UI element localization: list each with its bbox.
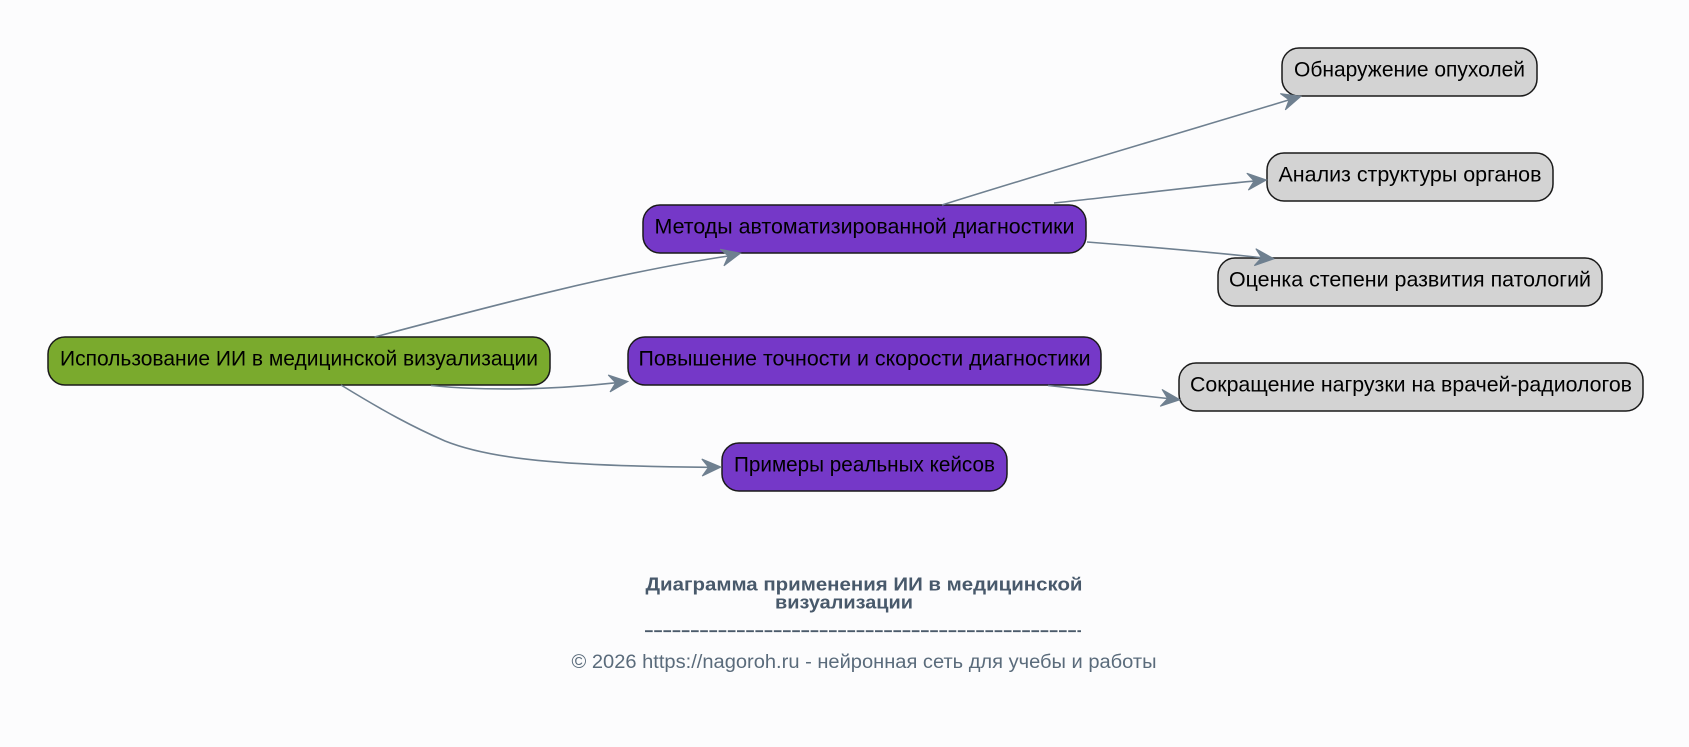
svg-text:Оценка степени развития патоло: Оценка степени развития патологий bbox=[1229, 269, 1591, 292]
svg-text:Методы автоматизированной диаг: Методы автоматизированной диагностики bbox=[655, 216, 1075, 239]
svg-text:Обнаружение опухолей: Обнаружение опухолей bbox=[1294, 59, 1525, 82]
svg-text:Использование ИИ в медицинской: Использование ИИ в медицинской визуализа… bbox=[60, 348, 538, 371]
svg-text:Повышение точности и скорости: Повышение точности и скорости диагностик… bbox=[639, 348, 1091, 371]
svg-text:Диаграмма применения ИИ в меди: Диаграмма применения ИИ в медицинской bbox=[646, 575, 1083, 595]
svg-text:визуализации: визуализации bbox=[775, 592, 913, 612]
svg-text:© 2026 https://nagoroh.ru - не: © 2026 https://nagoroh.ru - нейронная се… bbox=[572, 652, 1157, 673]
svg-text:Анализ структуры органов: Анализ структуры органов bbox=[1279, 164, 1542, 187]
svg-text:Сокращение нагрузки на врачей-: Сокращение нагрузки на врачей-радиологов bbox=[1190, 374, 1632, 397]
svg-text:Примеры реальных кейсов: Примеры реальных кейсов bbox=[734, 454, 995, 477]
